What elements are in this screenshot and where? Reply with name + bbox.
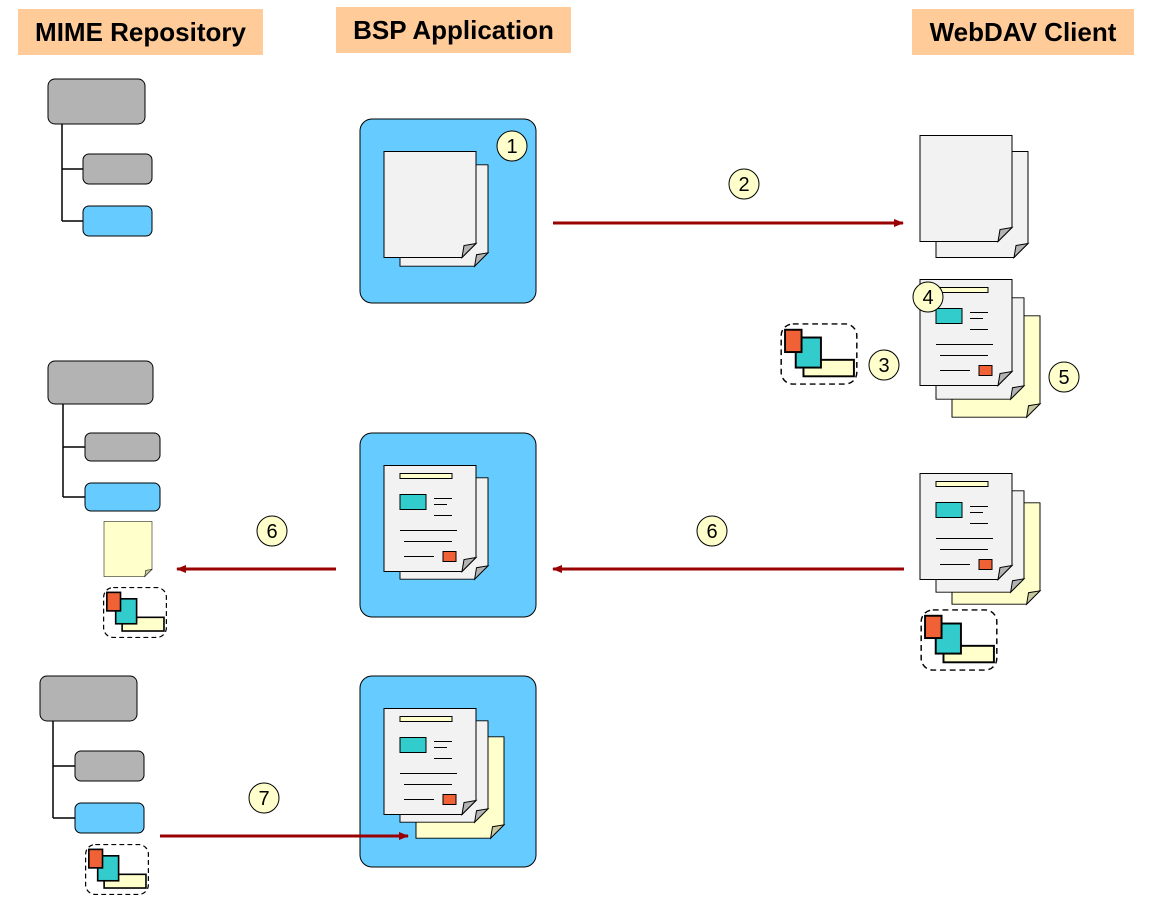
mime-tree-root: [39, 675, 138, 722]
content-page-icon: [383, 464, 477, 573]
mime-tree-folder-blue: [74, 802, 145, 834]
mime-tree-folder-gray: [84, 432, 161, 462]
step-badge-1: 1: [496, 130, 528, 162]
header-mime-repository: MIME Repository: [18, 9, 263, 55]
webdav-empty-pages: [919, 134, 1029, 259]
step-badge-3: 3: [868, 349, 900, 381]
svg-text:6: 6: [706, 521, 717, 543]
svg-text:7: 7: [258, 788, 269, 810]
bsp-app-box-2: [359, 432, 537, 618]
content-page-icon: [919, 472, 1013, 581]
media-group-icon: [780, 322, 858, 386]
step-badge-4: 4: [912, 281, 944, 313]
webdav-edited-pages: [780, 278, 1041, 418]
media-group-icon: [920, 608, 998, 672]
page-icon: [919, 134, 1013, 243]
page-icon: [383, 150, 477, 259]
bsp-app-box-1: [359, 118, 537, 304]
mime-tree-root: [47, 78, 146, 125]
svg-text:4: 4: [922, 287, 933, 309]
mime-tree-1: [47, 78, 153, 237]
step-badge-2: 2: [728, 168, 760, 200]
webdav-return-pages: [919, 472, 1041, 672]
svg-text:3: 3: [878, 355, 889, 377]
mime-tree-3: [39, 675, 150, 896]
step-badge-6-left: 6: [256, 515, 288, 547]
svg-text:1: 1: [506, 136, 517, 158]
mime-tree-folder-gray: [74, 750, 145, 782]
media-group-icon: [84, 843, 150, 896]
step-badge-7: 7: [248, 782, 280, 814]
step-badge-6-right: 6: [696, 515, 728, 547]
mime-tree-folder-blue: [82, 205, 153, 237]
svg-text:5: 5: [1058, 367, 1069, 389]
bsp-app-box-3: [359, 675, 537, 868]
stored-page-icon: [103, 521, 153, 577]
media-group-icon: [102, 586, 168, 639]
mime-tree-root: [47, 360, 154, 405]
svg-text:6: 6: [266, 521, 277, 543]
svg-text:2: 2: [738, 174, 749, 196]
header-webdav-client: WebDAV Client: [912, 9, 1134, 55]
mime-tree-folder-blue: [84, 482, 161, 512]
step-badge-5: 5: [1048, 361, 1080, 393]
content-page-icon: [383, 707, 477, 816]
mime-tree-2: [47, 360, 168, 639]
header-bsp-application: BSP Application: [336, 7, 571, 53]
mime-tree-folder-gray: [82, 153, 153, 185]
